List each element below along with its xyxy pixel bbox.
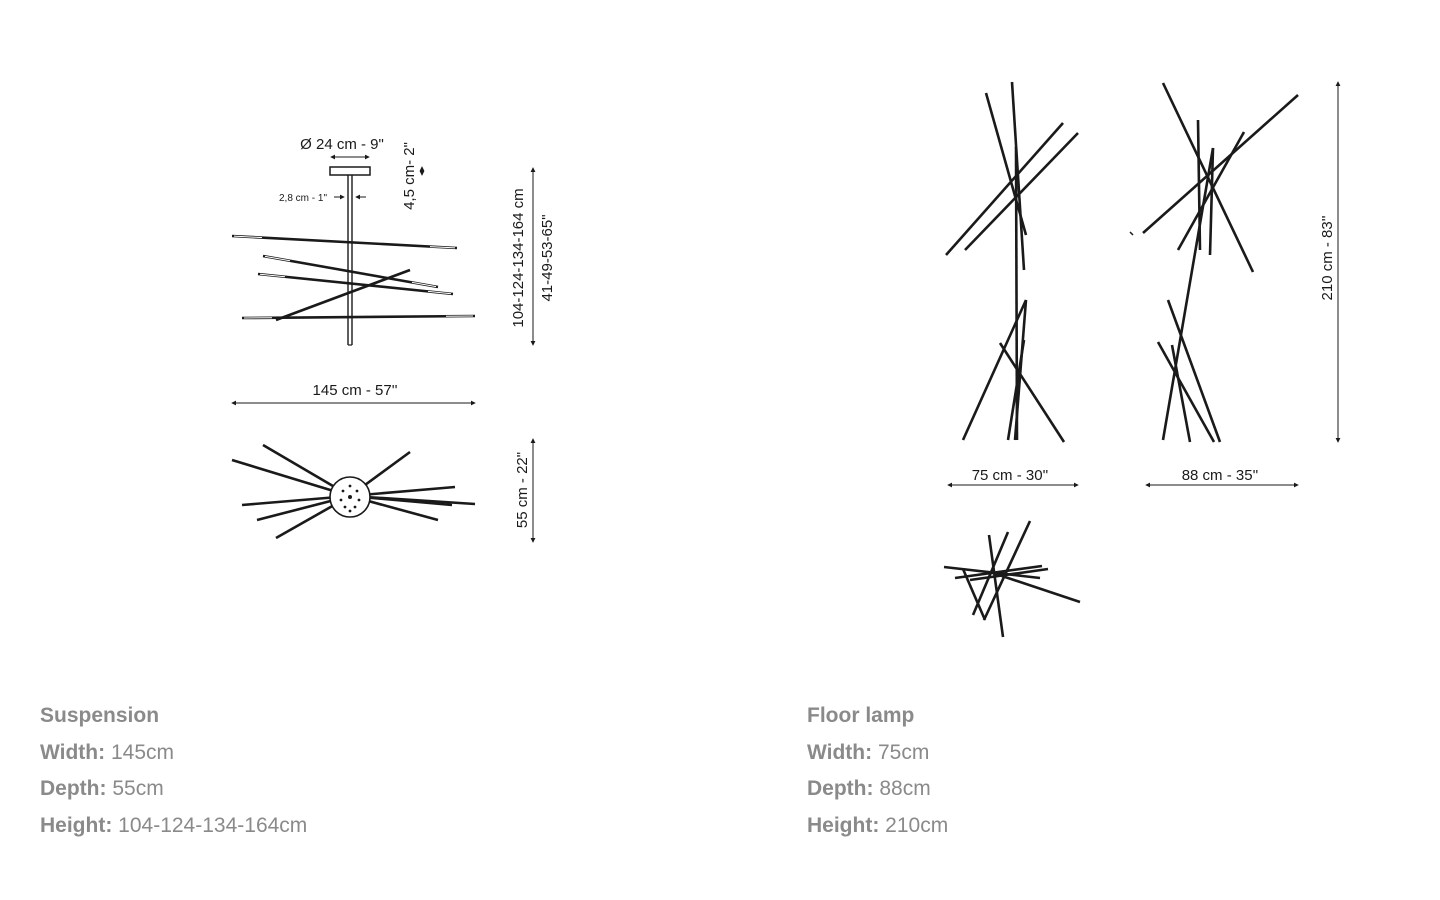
canopy (329, 166, 371, 176)
suspension-depth-row: Depth: 55cm (40, 771, 640, 808)
floor-lamp-front-view (945, 81, 1079, 443)
suspension-canopy-diameter-label: Ø 24 cm - 9" (300, 136, 384, 153)
floor-lamp-width-row: Width: 75cm (807, 735, 1407, 772)
suspension-specs-title: Suspension (40, 704, 160, 727)
width-label: Width: (807, 740, 873, 764)
floor-lamp-specs-title: Floor lamp (807, 704, 915, 727)
width-label: Width: (40, 740, 106, 764)
height-label: Height: (40, 813, 113, 837)
height-label: Height: (807, 813, 880, 837)
suspension-specs: Suspension Width: 145cm Depth: 55cm Heig… (40, 698, 640, 844)
floor-lamp-height-row: Height: 210cm (807, 808, 1407, 845)
depth-value: 88cm (879, 777, 931, 800)
floor-lamp-top-view (943, 520, 1081, 638)
suspension-stem-diameter-label: 2,8 cm - 1" (279, 193, 327, 204)
floor-lamp-width-front-label: 75 cm - 30'' (972, 467, 1049, 484)
depth-value: 55cm (112, 777, 164, 800)
canopy-holes (339, 484, 361, 513)
suspension-height-in-label: 41-49-53-65" (539, 214, 556, 301)
suspension-canopy-height-label: 4,5 cm- 2" (401, 142, 418, 210)
depth-label: Depth: (40, 777, 107, 800)
suspension-front-view (231, 154, 536, 406)
height-value: 104-124-134-164cm (118, 813, 308, 837)
light-rods (231, 234, 476, 322)
floor-lamp-side-view (1129, 82, 1299, 443)
width-value: 145cm (110, 740, 174, 764)
floor-lamp-height-label: 210 cm - 83'' (1319, 215, 1336, 300)
floor-lamp-width-side-label: 88 cm - 35'' (1182, 467, 1259, 484)
suspension-top-view (231, 438, 536, 543)
depth-label: Depth: (807, 777, 874, 800)
suspension-width-row: Width: 145cm (40, 735, 640, 772)
width-value: 75cm (877, 740, 930, 764)
suspension-depth-label: 55 cm - 22" (514, 452, 531, 528)
suspension-height-row: Height: 104-124-134-164cm (40, 808, 640, 845)
suspension-width-label: 145 cm - 57'' (313, 382, 398, 399)
floor-lamp-specs: Floor lamp Width: 75cm Depth: 88cm Heigh… (807, 698, 1407, 844)
height-value: 210cm (885, 813, 949, 837)
floor-lamp-depth-row: Depth: 88cm (807, 771, 1407, 808)
suspension-height-cm-label: 104-124-134-164 cm (510, 188, 527, 327)
